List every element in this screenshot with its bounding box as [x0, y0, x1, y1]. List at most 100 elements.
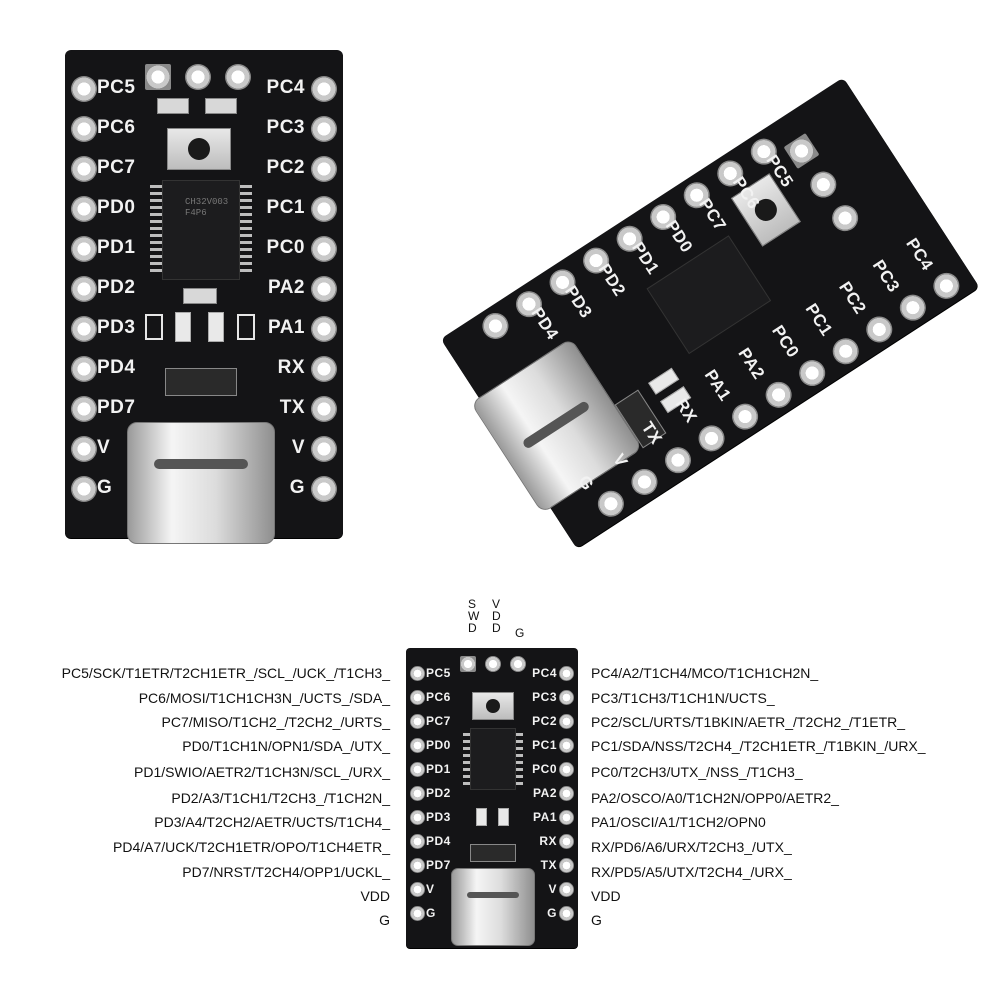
- angled-board-view: PD4 PD3 PD2 PD1 PD0 PC7 PC6 PC5 G V TX R…: [430, 70, 980, 549]
- pinout-label: PA1/OSCI/A1/T1CH2/OPN0: [591, 814, 766, 830]
- pin-label: PC1: [801, 300, 837, 340]
- top-board: CH32V003 F4P6 PC5 PC6 PC7 PD0 PD1 PD2 PD…: [65, 50, 343, 544]
- pin-label: RX: [539, 834, 557, 848]
- resistor-outline: [145, 314, 163, 340]
- pin-label: PC3: [532, 690, 557, 704]
- pinout-label: G: [591, 912, 602, 928]
- pin-label: PD4: [97, 357, 136, 378]
- pinout-label: PC5/SCK/T1ETR/T2CH1ETR_/SCL_/UCK_/T1CH3_: [61, 665, 390, 681]
- pin-label: PD3: [97, 317, 136, 338]
- pin-label: PC2: [532, 714, 557, 728]
- pin-label: TX: [279, 397, 305, 418]
- capacitor: [183, 288, 217, 304]
- pin-label: PD1: [97, 237, 136, 258]
- pin-label: PC4: [902, 234, 938, 275]
- gnd-label: G: [515, 626, 525, 640]
- pin-label: PD7: [97, 397, 136, 418]
- mcu-chip: [463, 728, 523, 790]
- pin-label: V: [548, 882, 557, 896]
- regulator: [470, 844, 516, 862]
- pin-label: PC7: [97, 157, 136, 178]
- pin-label: PD0: [97, 197, 136, 218]
- pin-label: PC6: [426, 690, 451, 704]
- pin-label: PC4: [266, 77, 305, 98]
- pinout-label: RX/PD5/A5/UTX/T2CH4_/URX_: [591, 864, 792, 880]
- pinout-label: PC1/SDA/NSS/T2CH4_/T2CH1ETR_/T1BKIN_/URX…: [591, 738, 926, 754]
- pin-label: PC7: [426, 714, 451, 728]
- pinout-label: PC3/T1CH3/T1CH1N/UCTS_: [591, 690, 775, 706]
- pin-label: G: [426, 906, 436, 920]
- pin-label: G: [289, 477, 305, 498]
- pinout-label: RX/PD6/A6/URX/T2CH3_/UTX_: [591, 839, 792, 855]
- pinout-board: PC5 PC6 PC7 PD0 PD1 PD2 PD3 PD4 PD7 V G …: [406, 648, 578, 948]
- resistor: [157, 98, 189, 114]
- pin-label: PD7: [426, 858, 451, 872]
- pin-label: PC4: [532, 666, 557, 680]
- pinout-label: PD2/A3/T1CH1/T2CH3_/T1CH2N_: [171, 790, 390, 806]
- status-led: [498, 808, 509, 826]
- pin-label: PC0: [266, 237, 305, 258]
- pin-label: PC0: [768, 321, 803, 362]
- pin-label: G: [547, 906, 557, 920]
- pinout-label: PC0/T2CH3/UTX_/NSS_/T1CH3_: [591, 764, 803, 780]
- pinout-label: PD3/A4/T2CH2/AETR/UCTS/T1CH4_: [154, 814, 390, 830]
- pin-label: PC3: [266, 117, 305, 138]
- pinout-label: VDD: [360, 888, 390, 904]
- mcu-chip: CH32V003 F4P6: [150, 180, 252, 280]
- vdd-pad: [185, 64, 211, 90]
- pin-label: PC6: [97, 117, 136, 138]
- mcu-chip: [646, 235, 772, 355]
- pin-label: PA2: [267, 277, 305, 298]
- usb-c-connector: [127, 422, 275, 544]
- pinout-label: PC7/MISO/T1CH2_/T2CH2_/URTS_: [161, 714, 390, 730]
- chip-marking: CH32V003 F4P6: [185, 197, 229, 218]
- pin-label: PD1: [426, 762, 451, 776]
- status-led: [208, 312, 224, 342]
- reset-button: [167, 128, 231, 170]
- pin-label: PC5: [97, 77, 136, 98]
- pin-label: PD4: [426, 834, 451, 848]
- pin-label: PD2: [594, 260, 630, 300]
- pin-label: TX: [540, 858, 557, 872]
- pinout-label: G: [379, 912, 390, 928]
- resistor-outline: [237, 314, 255, 340]
- pin-label: PC3: [868, 256, 904, 296]
- pin-label: PD0: [426, 738, 451, 752]
- power-led: [175, 312, 191, 342]
- pin-label: PD3: [561, 282, 596, 322]
- pin-label: PC2: [835, 278, 870, 318]
- pinout-label: VDD: [591, 888, 621, 904]
- pinout-label: PD1/SWIO/AETR2/T1CH3N/SCL_/URX_: [134, 764, 390, 780]
- angled-board: PD4 PD3 PD2 PD1 PD0 PC7 PC6 PC5 G V TX R…: [440, 77, 980, 549]
- pin-label: PA1: [267, 317, 305, 338]
- pin-label: PA2: [734, 344, 769, 383]
- pinout-label: PC6/MOSI/T1CH1CH3N_/UCTS_/SDA_: [138, 690, 390, 706]
- pin-label: PC1: [532, 738, 557, 752]
- usb-c-connector: [470, 337, 643, 514]
- reset-button: [472, 692, 514, 720]
- pin-label: PA1: [700, 366, 735, 405]
- regulator: [165, 368, 237, 396]
- pin-label: PC7: [695, 195, 731, 235]
- pin-label: V: [97, 437, 111, 458]
- usb-c-connector: [451, 868, 535, 946]
- swd-label: S W D: [468, 597, 480, 635]
- pin-label: V: [291, 437, 305, 458]
- capacitor: [205, 98, 237, 114]
- pin-label: PD0: [661, 216, 697, 257]
- gnd-pad: [225, 64, 251, 90]
- swd-pad: [145, 64, 171, 90]
- pin-label: V: [426, 882, 435, 896]
- pinout-label: PD7/NRST/T2CH4/OPP1/UCKL_: [182, 864, 390, 880]
- pin-label: PC0: [532, 762, 557, 776]
- pinout-label: PA2/OSCO/A0/T1CH2N/OPP0/AETR2_: [591, 790, 839, 806]
- pin-label: RX: [277, 357, 305, 378]
- pinout-label: PC4/A2/T1CH4/MCO/T1CH1CH2N_: [591, 665, 819, 681]
- vdd-label: V D D: [492, 597, 501, 635]
- pin-label: G: [97, 477, 113, 498]
- pin-label: PA1: [533, 810, 557, 824]
- pinout-label: PC2/SCL/URTS/T1BKIN/AETR_/T2CH2_/T1ETR_: [591, 714, 906, 730]
- pin-label: PA2: [533, 786, 557, 800]
- pin-label: PD2: [97, 277, 136, 298]
- pinout-label: PD0/T1CH1N/OPN1/SDA_/UTX_: [182, 738, 390, 754]
